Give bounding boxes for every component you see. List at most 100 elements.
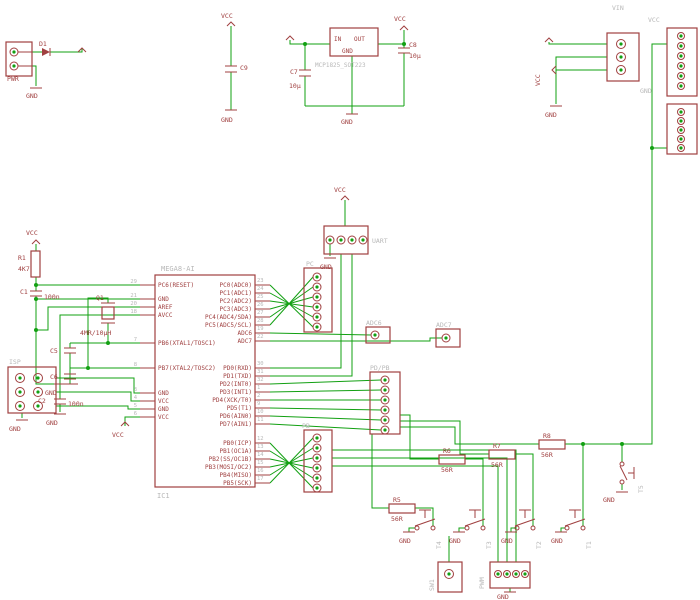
pin[interactable] [312, 312, 322, 322]
pin[interactable] [619, 479, 625, 485]
pin[interactable] [312, 443, 322, 453]
pin[interactable] [677, 144, 685, 152]
pin[interactable] [414, 525, 420, 531]
pin[interactable] [677, 135, 685, 143]
pin[interactable] [677, 126, 685, 134]
pin[interactable] [564, 525, 570, 531]
wire-net [50, 48, 83, 53]
pin[interactable] [33, 401, 43, 411]
pin[interactable] [15, 387, 25, 397]
resistor-r5[interactable] [388, 503, 416, 514]
pin[interactable] [380, 385, 390, 395]
pin[interactable] [616, 39, 626, 49]
pwm-header[interactable] [489, 561, 531, 589]
wire-net [269, 415, 382, 421]
pin[interactable] [380, 425, 390, 435]
label-in: IN [334, 36, 342, 43]
pin[interactable] [380, 405, 390, 415]
pin[interactable] [619, 461, 625, 467]
label-pc4-adc4-sda-: PC4(ADC4/SDA) [205, 314, 252, 321]
label-pd5-t1-: PD5(T1) [227, 405, 252, 412]
crystal-q1[interactable] [101, 306, 115, 320]
pin-connection-dot [679, 74, 683, 78]
pin[interactable] [347, 235, 357, 245]
label-15: 15 [257, 460, 264, 466]
pin[interactable] [464, 525, 470, 531]
mcu-ic1-mega8[interactable] [154, 274, 256, 488]
pin[interactable] [312, 463, 322, 473]
pin[interactable] [15, 373, 25, 383]
pin[interactable] [677, 42, 685, 50]
wire-net [270, 337, 442, 342]
wire-net [269, 458, 314, 469]
label-pd1-txd-: PD1(TXD) [223, 373, 252, 380]
label-7: 7 [134, 337, 137, 343]
pin[interactable] [312, 282, 322, 292]
label-q1: Q1 [96, 294, 104, 302]
pin[interactable] [312, 292, 322, 302]
pin[interactable] [15, 401, 25, 411]
pin[interactable] [580, 525, 586, 531]
pin[interactable] [521, 570, 529, 578]
pin[interactable] [530, 525, 536, 531]
pin[interactable] [677, 52, 685, 60]
pin[interactable] [503, 570, 511, 578]
label-56r: 56R [391, 515, 403, 523]
pin[interactable] [616, 52, 626, 62]
pin[interactable] [336, 235, 346, 245]
adc6-pad[interactable] [365, 326, 391, 344]
resistor-r1[interactable] [30, 250, 41, 278]
pin[interactable] [9, 61, 19, 71]
gnd-header[interactable] [666, 103, 698, 155]
wire-net [269, 292, 314, 318]
uart-header[interactable] [323, 225, 369, 255]
pin[interactable] [677, 108, 685, 116]
pin[interactable] [312, 322, 322, 332]
resistor-r8[interactable] [538, 439, 566, 450]
pin[interactable] [380, 415, 390, 425]
pin[interactable] [677, 62, 685, 70]
pin[interactable] [677, 82, 685, 90]
pin[interactable] [444, 569, 454, 579]
pin[interactable] [312, 433, 322, 443]
pc-header[interactable] [303, 267, 333, 333]
pin[interactable] [312, 473, 322, 483]
pin[interactable] [430, 525, 436, 531]
label-c5: C5 [50, 347, 58, 355]
pin[interactable] [9, 47, 19, 57]
label-gnd: GND [449, 537, 461, 545]
pin[interactable] [480, 525, 486, 531]
pin[interactable] [380, 375, 390, 385]
pin[interactable] [616, 65, 626, 75]
pin[interactable] [441, 333, 451, 343]
pin[interactable] [33, 387, 43, 397]
pin[interactable] [512, 570, 520, 578]
pin[interactable] [677, 72, 685, 80]
resistor-r7[interactable] [488, 449, 516, 460]
pin[interactable] [494, 570, 502, 578]
pin[interactable] [312, 272, 322, 282]
adc7-pad[interactable] [435, 328, 461, 348]
pin[interactable] [514, 525, 520, 531]
pin[interactable] [380, 395, 390, 405]
label-3: 3 [134, 387, 137, 393]
pin[interactable] [677, 117, 685, 125]
isp-header[interactable] [7, 366, 57, 414]
pwr-connector[interactable] [5, 41, 33, 77]
voltage-regulator-mcp1825[interactable] [329, 27, 379, 57]
pin[interactable] [677, 32, 685, 40]
pin[interactable] [312, 453, 322, 463]
pin[interactable] [312, 483, 322, 493]
pin[interactable] [33, 373, 43, 383]
sw1-switch[interactable] [437, 561, 463, 593]
vcc-header[interactable] [666, 27, 698, 97]
pin[interactable] [325, 235, 335, 245]
label-21: 21 [130, 293, 137, 299]
pin[interactable] [370, 330, 380, 340]
resistor-r6[interactable] [438, 454, 466, 465]
pin-connection-dot [339, 238, 343, 242]
pin[interactable] [358, 235, 368, 245]
wire-net [548, 42, 607, 45]
pin[interactable] [312, 302, 322, 312]
vin-header[interactable] [606, 32, 640, 82]
